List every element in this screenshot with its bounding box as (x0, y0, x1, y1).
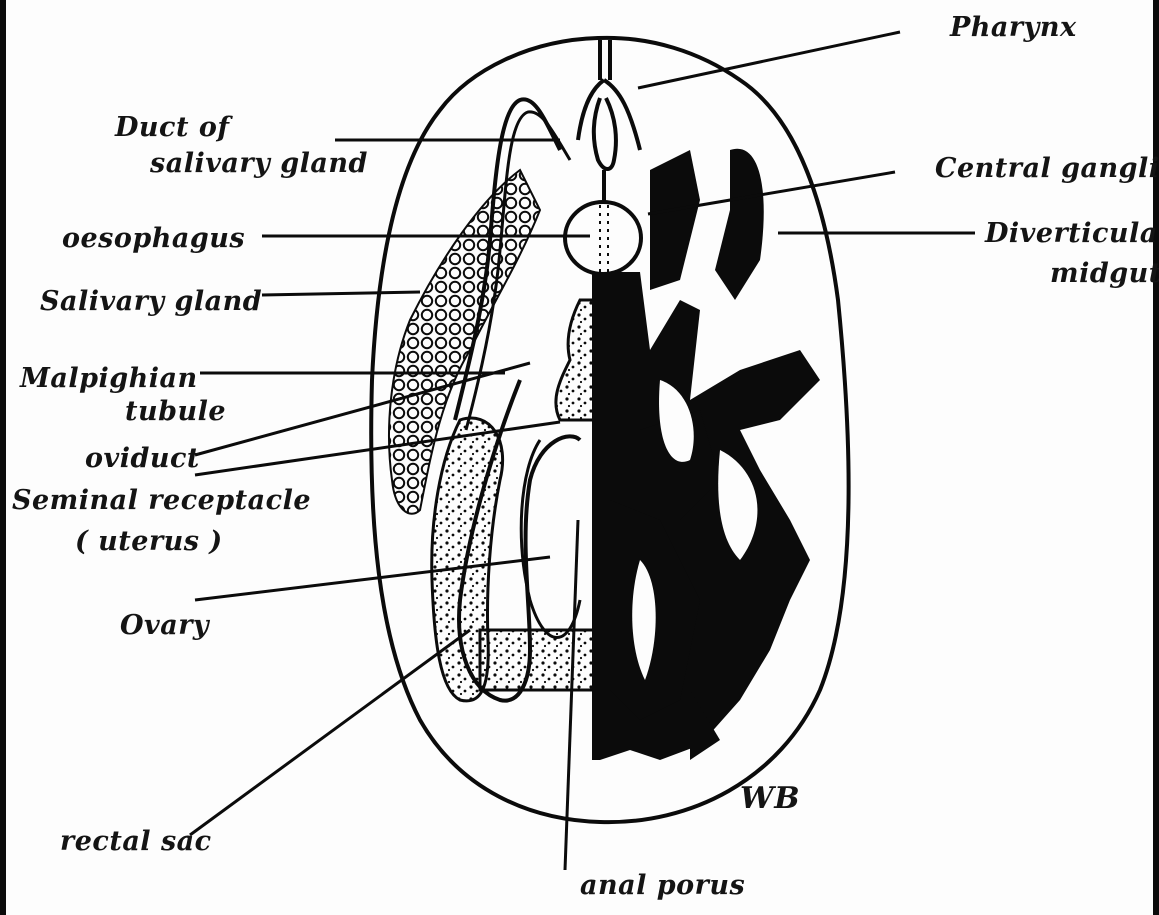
label-rectal-sac: rectal sac (60, 828, 212, 855)
label-oesophagus: oesophagus (62, 225, 245, 252)
label-malpighian-line2: tubule (125, 398, 226, 425)
label-diverticula-line1: Diverticula (985, 220, 1158, 247)
label-pharynx: Pharynx (950, 14, 1077, 41)
central-ganglion (565, 202, 641, 274)
label-seminal-line1: Seminal receptacle (12, 487, 311, 514)
label-anal-porus: anal porus (580, 872, 745, 899)
label-duct-line1: Duct of (115, 114, 229, 141)
label-central-ganglion: Central ganglion (935, 155, 1159, 182)
label-duct-line2: salivary gland (150, 150, 368, 177)
label-oviduct: oviduct (85, 445, 200, 472)
rectal-sac (480, 630, 600, 690)
label-ovary: Ovary (120, 612, 209, 639)
signature-mark: WB (740, 784, 800, 814)
pharynx (578, 40, 640, 205)
seminal-receptacle (556, 300, 600, 420)
label-seminal-line2: ( uterus ) (75, 528, 223, 555)
label-malpighian-line1: Malpighian (20, 365, 198, 392)
label-diverticula-line2: midgut (1050, 260, 1159, 287)
label-salivary-gland: Salivary gland (40, 288, 262, 315)
